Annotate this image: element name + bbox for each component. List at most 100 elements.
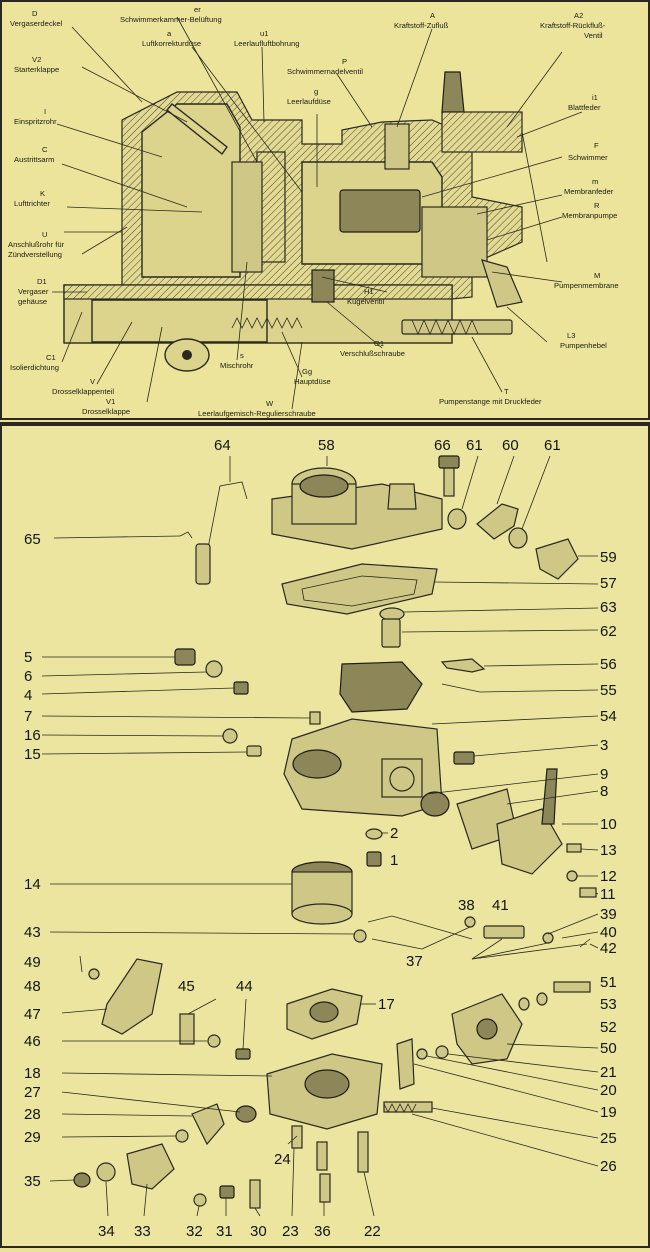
label-a-name: Luftkorrekturdüse — [142, 39, 201, 48]
part-number-8: 8 — [600, 783, 608, 800]
part-number-39: 39 — [600, 906, 617, 923]
part-number-40: 40 — [600, 924, 617, 941]
part-number-30: 30 — [250, 1223, 267, 1240]
part-number-13: 13 — [600, 842, 617, 859]
label-D-code: D — [32, 9, 38, 18]
part-number-28: 28 — [24, 1106, 41, 1123]
label-K-code: K — [40, 189, 45, 198]
label-T-code: T — [504, 387, 509, 396]
label-C-code: C — [42, 145, 48, 154]
part-number-55: 55 — [600, 682, 617, 699]
label-U-code: U — [42, 230, 47, 239]
label-W-name: Leerlaufgemisch-Regulierschraube — [198, 409, 316, 418]
label-V2-code: V2 — [32, 55, 41, 64]
label-R-name: Membranpumpe — [562, 211, 617, 220]
label-M-code: M — [594, 271, 600, 280]
part-number-54: 54 — [600, 708, 617, 725]
part-number-45: 45 — [178, 978, 195, 995]
part-number-49: 49 — [24, 954, 41, 971]
label-A2-code: A2 — [574, 11, 583, 20]
part-number-18: 18 — [24, 1065, 41, 1082]
label-C1-code: C1 — [46, 353, 56, 362]
label-A-name: Kraftstoff-Zufluß — [394, 21, 449, 30]
label-m-code: m — [592, 177, 598, 186]
label-L3-name: Pumpenhebel — [560, 341, 607, 350]
label-P-name: Schwimmernadelventil — [287, 67, 363, 76]
label-u1-name: Leerlaufluftbohrung — [234, 39, 299, 48]
label-C1-name: Isolierdichtung — [10, 363, 59, 372]
label-Gg-name: Hauptdüse — [294, 377, 331, 386]
part-number-17: 17 — [378, 996, 395, 1013]
part-number-47: 47 — [24, 1006, 41, 1023]
label-A2-name: Kraftstoff-Rückfluß- Ventil — [540, 21, 607, 40]
part-number-12: 12 — [600, 868, 617, 885]
part-number-53: 53 — [600, 996, 617, 1013]
part-number-36: 36 — [314, 1223, 331, 1240]
part-number-4: 4 — [24, 687, 32, 704]
part-number-14: 14 — [24, 876, 41, 893]
part-number-60: 60 — [502, 437, 519, 454]
label-s-code: s — [240, 351, 244, 360]
label-D-name: Vergaserdeckel — [10, 19, 63, 28]
label-V1-name: Drosselklappe — [82, 407, 130, 416]
part-number-3: 3 — [600, 737, 608, 754]
part-number-42: 42 — [600, 940, 617, 957]
part-number-52: 52 — [600, 1019, 617, 1036]
exploded-view-panel: 64 58 66 61 60 61 65 59 57 63 62 5 6 4 5… — [0, 422, 650, 1248]
part-number-5: 5 — [24, 649, 32, 666]
carburetor-section-body — [63, 71, 548, 372]
exploded-drawing: 64 58 66 61 60 61 65 59 57 63 62 5 6 4 5… — [24, 437, 617, 1240]
part-number-56: 56 — [600, 656, 617, 673]
part-number-65: 65 — [24, 531, 41, 548]
label-V1-code: V1 — [106, 397, 115, 406]
part-number-10: 10 — [600, 816, 617, 833]
part-number-63: 63 — [600, 599, 617, 616]
part-number-15: 15 — [24, 746, 41, 763]
part-number-48: 48 — [24, 978, 41, 995]
part-number-58: 58 — [318, 437, 335, 454]
label-T-name: Pumpenstange mit Druckfeder — [439, 397, 542, 406]
part-number-37: 37 — [406, 953, 423, 970]
label-g-name: Leerlaufdüse — [287, 97, 331, 106]
exploded-leader-lines — [41, 455, 599, 1217]
label-i1-name: Blattfeder — [568, 103, 601, 112]
part-number-57: 57 — [600, 575, 617, 592]
label-V-name: Drosselklappenteil — [52, 387, 114, 396]
part-number-27: 27 — [24, 1084, 41, 1101]
part-number-33: 33 — [134, 1223, 151, 1240]
part-number-59: 59 — [600, 549, 617, 566]
part-number-20: 20 — [600, 1082, 617, 1099]
label-W-code: W — [266, 399, 274, 408]
part-number-11: 11 — [600, 886, 616, 903]
label-C-name: Austrittsarm — [14, 155, 55, 164]
part-number-16: 16 — [24, 727, 41, 744]
part-number-29: 29 — [24, 1129, 41, 1146]
label-H1-code: H1 — [364, 287, 374, 296]
label-m-name: Membranfeder — [564, 187, 614, 196]
sectional-drawing: D Vergaserdeckel V2 Starterklappe I Eins… — [8, 5, 619, 418]
part-number-38: 38 — [458, 897, 475, 914]
label-u1-code: u1 — [260, 29, 268, 38]
part-number-61b: 61 — [544, 437, 561, 454]
label-K-name: Lufttrichter — [14, 199, 50, 208]
label-V2-name: Starterklappe — [14, 65, 59, 74]
part-number-61a: 61 — [466, 437, 483, 454]
label-I-code: I — [44, 107, 46, 116]
label-er-code: er — [194, 5, 201, 14]
label-g-code: g — [314, 87, 318, 96]
part-number-1: 1 — [390, 852, 398, 869]
label-O1-name: Verschlußschraube — [340, 349, 405, 358]
label-L3-code: L3 — [567, 331, 575, 340]
label-P-code: P — [342, 57, 347, 66]
part-number-26: 26 — [600, 1158, 617, 1175]
part-number-66: 66 — [434, 437, 451, 454]
label-V-code: V — [90, 377, 96, 386]
part-number-32: 32 — [186, 1223, 203, 1240]
part-number-6: 6 — [24, 668, 32, 685]
part-number-46: 46 — [24, 1033, 41, 1050]
label-i1-code: i1 — [592, 93, 598, 102]
label-F-name: Schwimmer — [568, 153, 608, 162]
label-F-code: F — [594, 141, 599, 150]
label-er-name: Schwimmerkammer-Belüftung — [120, 15, 222, 24]
